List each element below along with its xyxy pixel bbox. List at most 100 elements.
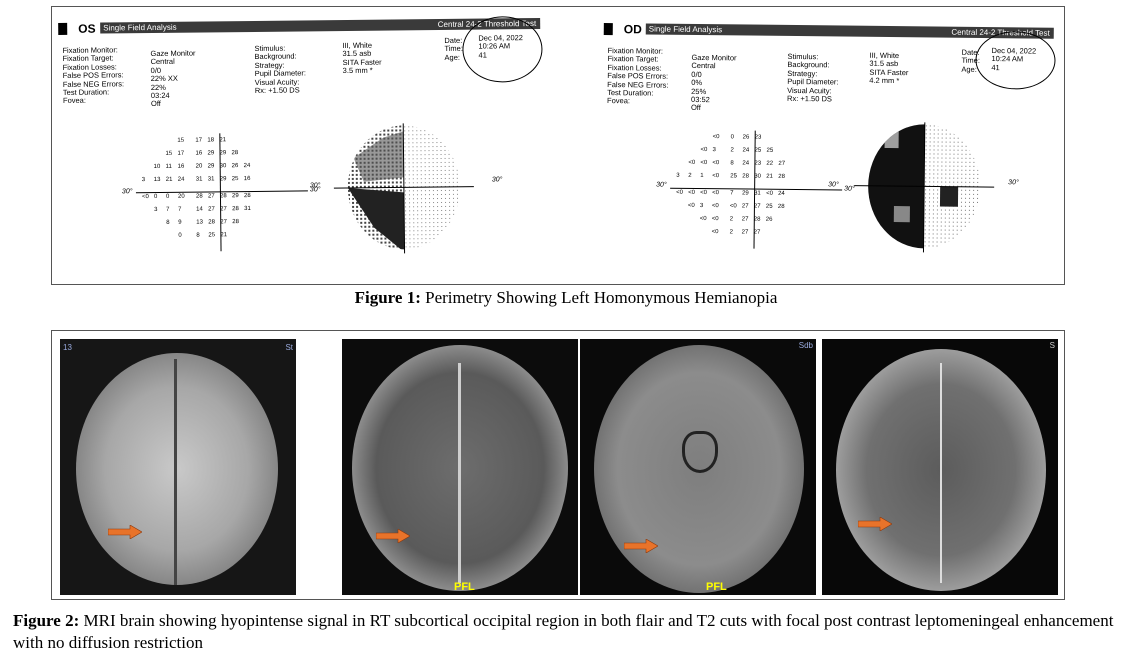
threshold-value: 2 bbox=[688, 172, 692, 179]
grayscale-plot-od bbox=[854, 122, 995, 253]
threshold-value: 20 bbox=[195, 163, 203, 170]
threshold-value: 28 bbox=[195, 193, 203, 200]
threshold-value: 1 bbox=[700, 173, 704, 180]
caption-text: MRI brain showing hyopintense signal in … bbox=[13, 611, 1114, 652]
threshold-value: 28 bbox=[208, 219, 215, 226]
arrow-icon bbox=[376, 529, 410, 543]
threshold-value: 9 bbox=[178, 219, 182, 226]
threshold-value: 7 bbox=[166, 206, 170, 213]
axis-degree-left: 30° bbox=[121, 188, 133, 196]
threshold-value: 14 bbox=[196, 206, 203, 213]
fixation-labels: Fixation Monitor:Fixation Target: Fixati… bbox=[62, 45, 125, 106]
threshold-value: 24 bbox=[177, 176, 185, 183]
threshold-value: 28 bbox=[742, 173, 749, 180]
threshold-value: 13 bbox=[196, 219, 203, 226]
threshold-value: 3 bbox=[676, 172, 680, 179]
image-tag: PFL bbox=[706, 581, 727, 593]
threshold-value: 25 bbox=[765, 203, 773, 210]
threshold-value: 17 bbox=[195, 137, 203, 144]
threshold-value: 30 bbox=[219, 163, 227, 170]
threshold-value: 28 bbox=[232, 206, 239, 213]
threshold-value: <0 bbox=[687, 202, 695, 209]
eye-label: OS bbox=[78, 21, 96, 36]
threshold-grid-os bbox=[58, 4, 553, 9]
threshold-value: 31 bbox=[195, 176, 203, 183]
threshold-value: 18 bbox=[207, 137, 215, 144]
threshold-value: 13 bbox=[153, 176, 161, 184]
threshold-value: 31 bbox=[754, 190, 761, 197]
figure-1-panel: OS Single Field Analysis Central 24-2 Th… bbox=[51, 6, 1065, 285]
eye-badge bbox=[58, 22, 68, 35]
threshold-grid-od bbox=[604, 9, 1059, 14]
threshold-value: <0 bbox=[711, 216, 719, 223]
fixation-labels: Fixation Monitor:Fixation Target: Fixati… bbox=[606, 46, 669, 106]
threshold-value: 15 bbox=[165, 150, 173, 157]
corner-label: 13 bbox=[63, 343, 72, 352]
threshold-value: 10 bbox=[153, 163, 161, 171]
corner-label: St bbox=[285, 343, 293, 352]
threshold-value: 23 bbox=[754, 134, 762, 141]
threshold-value: 29 bbox=[207, 150, 215, 157]
threshold-value: 29 bbox=[219, 150, 227, 157]
plot-degree-right: 30° bbox=[1008, 179, 1019, 187]
caption-label: Figure 2: bbox=[13, 611, 80, 630]
threshold-value: 29 bbox=[219, 176, 227, 183]
threshold-value: 28 bbox=[219, 193, 227, 200]
report-title: Single Field Analysis bbox=[103, 22, 177, 33]
date-circle-annotation bbox=[975, 30, 1056, 90]
threshold-value: 25 bbox=[754, 147, 762, 154]
mri-panel-flair: 13 St bbox=[60, 339, 296, 595]
threshold-value: 15 bbox=[177, 137, 185, 144]
brain-image bbox=[76, 353, 278, 585]
threshold-value: 2 bbox=[729, 216, 734, 223]
eye-badge bbox=[603, 22, 614, 36]
figure-1-caption: Figure 1: Perimetry Showing Left Homonym… bbox=[0, 288, 1132, 308]
threshold-value: 25 bbox=[231, 176, 239, 183]
plot-degree-left: 30° bbox=[309, 182, 321, 190]
threshold-value: <0 bbox=[700, 190, 707, 197]
mri-panel-t2: PFL bbox=[342, 339, 578, 595]
figure-2-caption: Figure 2: MRI brain showing hyopintense … bbox=[13, 610, 1123, 654]
threshold-value: 0 bbox=[178, 232, 182, 239]
threshold-value: <0 bbox=[729, 203, 737, 210]
threshold-value: 0 bbox=[730, 134, 735, 141]
stimulus-labels: Stimulus:Background: Strategy:Pupil Diam… bbox=[254, 43, 307, 95]
threshold-value: 21 bbox=[220, 232, 228, 239]
threshold-value: <0 bbox=[712, 134, 720, 141]
threshold-value: 27 bbox=[778, 160, 786, 167]
threshold-value: 3 bbox=[699, 203, 704, 210]
threshold-value: 22 bbox=[766, 160, 774, 167]
threshold-value: 29 bbox=[231, 193, 239, 200]
threshold-value: 28 bbox=[232, 219, 239, 226]
threshold-value: 17 bbox=[177, 150, 185, 157]
threshold-value: 31 bbox=[207, 176, 215, 183]
threshold-value: <0 bbox=[766, 190, 773, 197]
plot-degree-left: 30° bbox=[828, 181, 839, 189]
threshold-value: 8 bbox=[730, 160, 734, 167]
corner-label: S bbox=[1049, 341, 1055, 350]
threshold-value: 16 bbox=[195, 150, 203, 157]
image-tag: PFL bbox=[454, 581, 475, 593]
threshold-value: 27 bbox=[208, 206, 215, 213]
threshold-value: 26 bbox=[765, 216, 773, 223]
arrow-icon bbox=[108, 525, 142, 539]
threshold-value: 27 bbox=[741, 203, 749, 210]
threshold-value: 24 bbox=[778, 190, 785, 197]
date-labels: Date:Time: Age: bbox=[444, 35, 463, 62]
perimetry-report-od: OD Single Field Analysis Central 24-2 Th… bbox=[601, 9, 1059, 286]
threshold-value: 26 bbox=[231, 163, 239, 170]
threshold-value: 8 bbox=[166, 219, 170, 226]
caption-label: Figure 1: bbox=[354, 288, 421, 307]
threshold-value: <0 bbox=[700, 147, 708, 154]
threshold-value: <0 bbox=[711, 203, 719, 210]
threshold-value: 24 bbox=[742, 160, 750, 167]
eye-label: OD bbox=[623, 22, 642, 37]
threshold-value: <0 bbox=[676, 189, 683, 196]
threshold-value: 0 bbox=[153, 193, 158, 201]
threshold-value: <0 bbox=[711, 229, 719, 236]
threshold-value: 24 bbox=[742, 147, 750, 154]
threshold-value: 27 bbox=[220, 219, 227, 226]
